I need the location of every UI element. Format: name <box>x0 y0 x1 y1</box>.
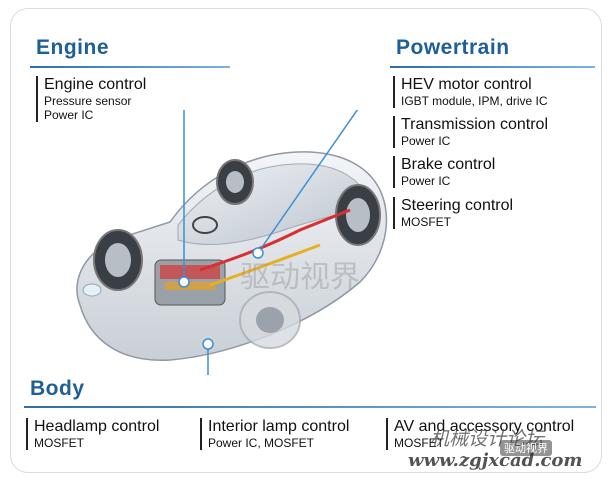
headlamp-control-sub: MOSFET <box>34 436 84 450</box>
engine-control-sub-2: Power IC <box>44 108 94 122</box>
steering-wheel <box>192 216 218 234</box>
engine-control-sub-1: Pressure sensor <box>44 94 132 108</box>
transmission-control-label: Transmission control <box>401 116 549 133</box>
brake-control-block: Brake control Power IC <box>393 156 495 188</box>
body-section-title: Body <box>30 377 85 400</box>
badge-watermark: 驱动视界 <box>500 440 552 456</box>
av-accessory-control-label: AV and accessory control <box>394 418 575 435</box>
steering-control-sub: MOSFET <box>401 215 451 229</box>
car-illustration <box>76 110 388 375</box>
headlamp-control-label: Headlamp control <box>34 418 160 435</box>
headlamp <box>82 283 102 297</box>
transmission-control-sub: Power IC <box>401 134 451 148</box>
steering-control-label: Steering control <box>401 197 514 214</box>
harness-red <box>199 208 351 272</box>
engine-rule <box>30 66 230 68</box>
engine-control-block: Engine control Pressure sensor Power IC <box>36 76 146 122</box>
brake-control-label: Brake control <box>401 156 496 173</box>
headlamp-control-block: Headlamp control MOSFET <box>26 418 159 450</box>
engine-section-title: Engine <box>36 36 110 59</box>
hev-motor-control-label: HEV motor control <box>401 76 532 93</box>
hev-motor-control-sub: IGBT module, IPM, drive IC <box>401 94 548 108</box>
powertrain-section-title: Powertrain <box>396 36 510 59</box>
powertrain-rule <box>390 66 595 68</box>
interior-lamp-control-block: Interior lamp control Power IC, MOSFET <box>200 418 349 450</box>
interior-lamp-control-sub: Power IC, MOSFET <box>208 436 315 450</box>
interior-lamp-control-label: Interior lamp control <box>208 418 350 435</box>
brake-control-sub: Power IC <box>401 174 451 188</box>
harness-yellow <box>209 243 321 287</box>
transmission-control-block: Transmission control Power IC <box>393 116 548 148</box>
av-accessory-control-sub: MOSFET <box>394 436 444 450</box>
hev-motor-control-block: HEV motor control IGBT module, IPM, driv… <box>393 76 548 108</box>
center-watermark: 驱动视界 <box>240 260 360 295</box>
powertrain-leader <box>259 110 359 251</box>
url-watermark: www.zgjxcad.com <box>408 450 583 471</box>
engine-control-label: Engine control <box>44 76 147 93</box>
steering-control-block: Steering control MOSFET <box>393 197 513 229</box>
body-rule <box>24 406 596 408</box>
av-accessory-control-block: AV and accessory control MOSFET <box>386 418 574 450</box>
